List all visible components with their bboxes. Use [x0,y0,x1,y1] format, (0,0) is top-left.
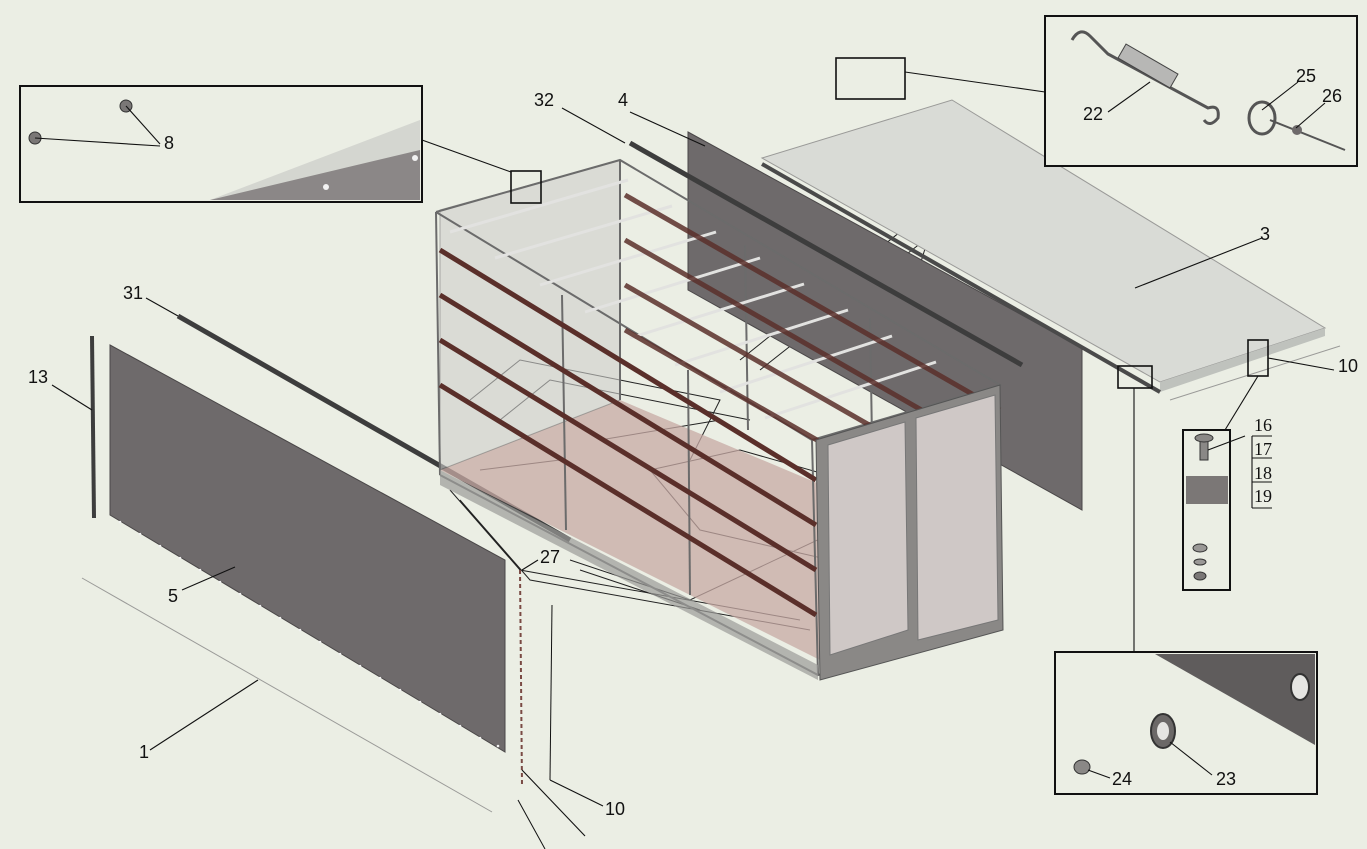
strap-27 [519,569,523,786]
washer-19 [1193,558,1207,566]
callout-13: 13 [28,367,48,387]
callout-31: 31 [123,283,143,303]
callout-18: 18 [1254,463,1272,483]
top-rod-32 [628,140,1024,368]
callout-23: 23 [1216,769,1236,789]
callout-1: 1 [139,742,149,762]
washer-18 [1192,543,1208,553]
nut-24 [1073,759,1091,775]
side-stake-13 [90,335,96,519]
detail-marker-grommet [1117,365,1153,389]
callout-17: 17 [1254,439,1272,459]
callout-32: 32 [534,90,554,110]
callout-19: 19 [1254,486,1272,506]
rear-doors [815,384,1004,681]
roof-tarpaulin [760,99,1341,401]
nut-17 [1193,571,1207,581]
callout-10-bottom: 10 [605,799,625,819]
bottom-rod-31 [176,313,572,543]
callout-25: 25 [1296,66,1316,86]
leader-lines [34,81,1335,837]
rope-26 [1269,119,1346,151]
callout-labels: 8 32 4 31 13 3 10 22 25 26 16 17 18 19 5… [28,66,1358,819]
callout-3: 3 [1260,224,1270,244]
callout-22: 22 [1083,104,1103,124]
detail-marker-turnbuckle [835,57,906,100]
part-number-table [1251,435,1272,509]
guide-line-lower [517,799,546,849]
side-curtain-near [109,344,506,753]
callout-4: 4 [618,90,628,110]
detail-box-8 [19,85,423,203]
lower-rope-1 [81,577,493,813]
callout-10-right: 10 [1338,356,1358,376]
detail-box-grommet [1054,651,1318,795]
callout-26: 26 [1322,86,1342,106]
guide-line-10-left [549,604,553,781]
detail-box-turnbuckle [1044,15,1358,167]
detail-box-bolt [1182,429,1231,591]
callout-5: 5 [168,586,178,606]
thimble-25 [1247,100,1277,136]
callout-8: 8 [164,133,174,153]
callout-16: 16 [1254,415,1272,435]
body-frame [435,158,1003,680]
callout-27: 27 [540,547,560,567]
roof-edge-strip [761,162,1161,394]
detail-marker-8 [510,170,542,204]
callout-24: 24 [1112,769,1132,789]
